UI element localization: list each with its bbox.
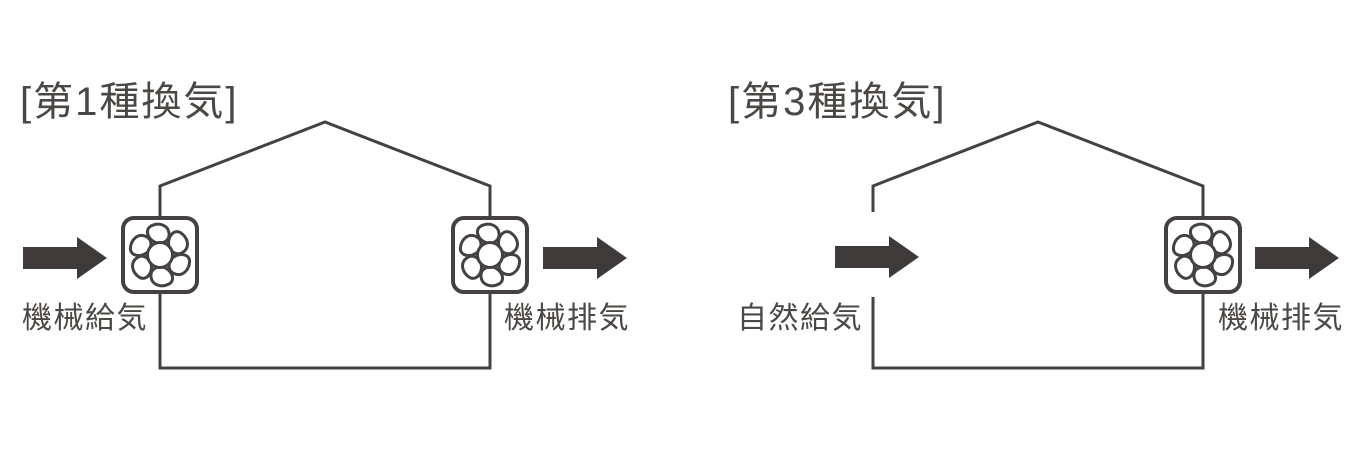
diagram-title-type3: [第3種換気] bbox=[728, 80, 947, 124]
supply-airflow-arrow-icon bbox=[23, 237, 107, 279]
exhaust-airflow-arrow-icon bbox=[1255, 237, 1339, 279]
diagram-title-type1: [第1種換気] bbox=[20, 80, 239, 124]
exhaust-label-type3: 機械排気 bbox=[1218, 302, 1344, 335]
supply-label-type1: 機械給気 bbox=[22, 302, 148, 335]
house-type3 bbox=[835, 120, 1339, 370]
house-outline bbox=[871, 120, 1205, 370]
exhaust-label-type1: 機械排気 bbox=[504, 302, 630, 335]
supply-airflow-arrow-icon bbox=[835, 236, 919, 278]
exhaust-airflow-arrow-icon bbox=[543, 237, 627, 279]
house-type1 bbox=[23, 120, 627, 370]
house-outline bbox=[158, 120, 492, 370]
exhaust-fan-icon bbox=[451, 216, 529, 294]
supply-label-type3: 自然給気 bbox=[737, 302, 863, 335]
supply-fan-icon bbox=[121, 216, 199, 294]
exhaust-fan-icon bbox=[1164, 216, 1242, 294]
